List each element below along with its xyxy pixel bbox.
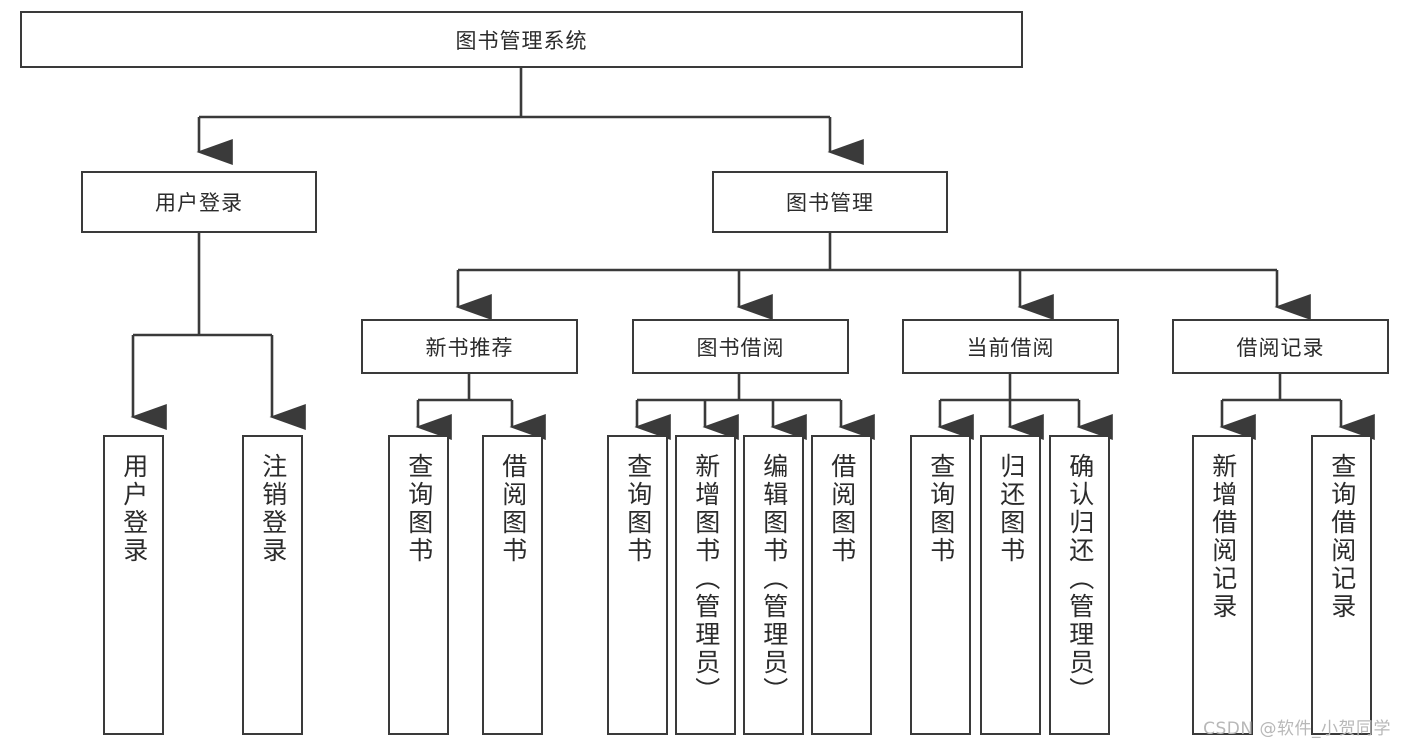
node-book-borrow[interactable]: 图书借阅 (632, 319, 849, 374)
node-current-borrow[interactable]: 当前借阅 (902, 319, 1119, 374)
leaf-add-borrow-record[interactable]: 新增借阅记录 (1192, 435, 1253, 735)
leaf-borrow-book-recommend[interactable]: 借阅图书 (482, 435, 543, 735)
node-label: 编辑图书（管理员） (759, 453, 789, 705)
node-label: 用户登录 (119, 453, 149, 565)
node-label: 查询图书 (404, 453, 434, 565)
node-label: 图书借阅 (696, 335, 785, 360)
node-borrow-record[interactable]: 借阅记录 (1172, 319, 1389, 374)
leaf-edit-book-admin[interactable]: 编辑图书（管理员） (743, 435, 804, 735)
node-label: 注销登录 (258, 453, 288, 565)
node-label: 图书管理系统 (455, 28, 588, 53)
node-label: 新书推荐 (425, 335, 514, 360)
node-label: 确认归还（管理员） (1065, 453, 1095, 705)
node-book-manage[interactable]: 图书管理 (712, 171, 948, 233)
node-label: 当前借阅 (966, 335, 1055, 360)
leaf-query-book-current[interactable]: 查询图书 (910, 435, 971, 735)
leaf-confirm-return-admin[interactable]: 确认归还（管理员） (1049, 435, 1110, 735)
node-label: 归还图书 (996, 453, 1026, 565)
leaf-borrow-book[interactable]: 借阅图书 (811, 435, 872, 735)
leaf-return-book[interactable]: 归还图书 (980, 435, 1041, 735)
leaf-query-book-recommend[interactable]: 查询图书 (388, 435, 449, 735)
node-label: 借阅图书 (827, 453, 857, 565)
node-label: 新增借阅记录 (1208, 453, 1238, 621)
node-label: 图书管理 (786, 191, 874, 215)
node-new-book-recommend[interactable]: 新书推荐 (361, 319, 578, 374)
node-label: 新增图书（管理员） (691, 453, 721, 705)
leaf-query-borrow-record[interactable]: 查询借阅记录 (1311, 435, 1372, 735)
node-user-login[interactable]: 用户登录 (81, 171, 317, 233)
node-root-book-management-system[interactable]: 图书管理系统 (20, 11, 1023, 68)
node-label: 用户登录 (155, 191, 243, 215)
node-label: 借阅记录 (1236, 335, 1325, 360)
node-label: 借阅图书 (498, 453, 528, 565)
leaf-query-book-borrow[interactable]: 查询图书 (607, 435, 668, 735)
node-label: 查询图书 (623, 453, 653, 565)
leaf-user-login[interactable]: 用户登录 (103, 435, 164, 735)
watermark-text: CSDN @软件_小贺同学 (1203, 719, 1391, 739)
leaf-add-book-admin[interactable]: 新增图书（管理员） (675, 435, 736, 735)
node-label: 查询借阅记录 (1327, 453, 1357, 621)
node-label: 查询图书 (926, 453, 956, 565)
leaf-user-logout[interactable]: 注销登录 (242, 435, 303, 735)
